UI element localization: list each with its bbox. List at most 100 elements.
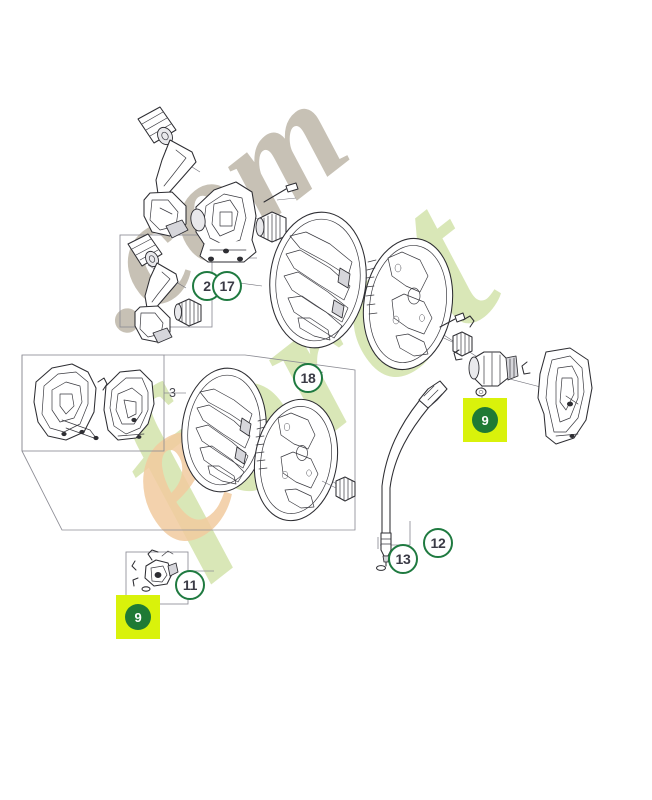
caliper-right-foot — [555, 433, 579, 437]
hub-lower-rib-1 — [199, 388, 253, 427]
spacer-nut-detail-face — [174, 303, 182, 321]
part-knurled-nut-lower — [321, 476, 356, 502]
part-brake-plate-upper — [362, 237, 454, 371]
part-valve-detail-11 — [131, 549, 179, 592]
hub-lower-inner-rim — [187, 374, 261, 486]
adjuster-body-left-face — [468, 356, 480, 380]
caliper-cover-foot-hole — [136, 435, 142, 439]
part-bracket-upper — [190, 181, 257, 263]
bracket-inner-3 — [219, 211, 233, 227]
callout-9-lower[interactable]: 9 — [125, 604, 151, 630]
caliper-right-inner-2 — [555, 365, 579, 423]
plate-lower-shoe-1 — [277, 412, 316, 450]
screw-shank-plate — [439, 318, 456, 328]
cable-outer-right — [389, 406, 430, 546]
hub-upper-rib-3 — [283, 271, 349, 323]
bolt-socket-upper — [161, 131, 169, 141]
callout-11[interactable]: 11 — [175, 570, 205, 600]
knurled-nut-lower-knurl — [339, 477, 353, 501]
hub-upper-rib-1 — [289, 231, 353, 277]
part-clamp-lever-detail — [127, 233, 202, 344]
adjuster-body-collar — [505, 355, 519, 381]
hub-lower-rib-5 — [207, 465, 237, 485]
part-adjuster-body — [468, 351, 519, 397]
hub-lower-rib-2 — [196, 404, 251, 449]
part-retaining-clips — [453, 315, 531, 375]
callout-9-upper[interactable]: 9 — [472, 407, 498, 433]
part-caliper-housing-left — [33, 363, 99, 441]
valve-hook-11 — [161, 550, 174, 557]
cable-end-washer — [375, 565, 387, 571]
valve-washer-11 — [141, 586, 151, 592]
caliper-cover-hole — [131, 417, 137, 423]
bolt-thread-1 — [141, 111, 164, 125]
callout-17[interactable]: 17 — [212, 271, 242, 301]
cable-ferrule-upper-knurl — [423, 385, 443, 405]
highlight-box-9-upper[interactable]: 9 — [463, 398, 507, 442]
caliper-left-inner-2 — [51, 381, 83, 423]
cable-ferrule-upper — [418, 380, 448, 409]
screw-shank-upper — [263, 188, 287, 203]
washer-small — [475, 387, 487, 397]
spacer-nut-detail-knurl — [181, 299, 199, 326]
part-wheel-hub-upper — [269, 211, 367, 349]
group-outline-lower — [21, 354, 356, 531]
caliper-left-outer — [33, 363, 97, 441]
part-clamp-lever-upper — [137, 106, 197, 239]
plate-upper-shoe-1 — [387, 251, 429, 293]
hub-upper-rib-2 — [285, 249, 351, 301]
hub-upper-boss-2 — [331, 299, 345, 319]
caliper-cover-inner-2 — [115, 387, 143, 425]
callout-12[interactable]: 12 — [423, 528, 453, 558]
callout-18[interactable]: 18 — [293, 363, 323, 393]
adjuster-body-ribs — [483, 352, 501, 387]
part-knurled-nut-mid — [452, 331, 473, 357]
callout-13[interactable]: 13 — [388, 544, 418, 574]
lever-collar-upper — [165, 219, 189, 239]
plate-upper-outer — [362, 237, 454, 371]
plate-upper-shoe-2 — [391, 293, 433, 335]
bracket-bolt-hole-mid — [223, 248, 229, 254]
plate-lower-inner — [260, 406, 332, 514]
label-3: 3 — [169, 386, 176, 400]
bracket-hub-boss — [190, 208, 206, 232]
hub-lower-boss-1 — [239, 417, 252, 437]
caliper-left-hole-2 — [79, 429, 85, 435]
highlight-box-9-lower[interactable]: 9 — [116, 595, 160, 639]
plate-lower-shoe-2 — [280, 451, 319, 489]
knurled-nut-lower-body — [335, 476, 356, 502]
valve-clip3-11 — [132, 577, 139, 587]
hub-lower-rib-3 — [195, 424, 249, 469]
lever-collar-detail — [152, 327, 173, 344]
plate-upper-hole-3 — [419, 314, 425, 322]
bracket-bolt-hole-left — [208, 256, 214, 262]
part-brake-plate-lower — [253, 398, 339, 522]
part-wheel-hub-lower — [181, 367, 267, 493]
valve-collar-11 — [167, 562, 179, 577]
plate-lower-hole-1 — [283, 422, 291, 432]
clip-lower-left — [453, 349, 463, 361]
adjuster-collar-ribs — [509, 357, 515, 379]
valve-inner-11 — [150, 565, 168, 583]
hub-upper-rib-4 — [287, 295, 343, 339]
knurled-nut-mid-knurl — [456, 332, 470, 356]
valve-clip2-11 — [131, 560, 137, 571]
bolt-socket-detail — [148, 255, 156, 263]
lever-arm-crease — [163, 149, 187, 187]
caliper-cover-inner-1 — [109, 377, 149, 435]
axis-screw-upper — [276, 197, 297, 201]
caliper-left-hole-1 — [61, 431, 67, 437]
knurled-nut-mid-body — [452, 331, 473, 357]
bracket-inner-2 — [211, 199, 239, 237]
caliper-left-inner-1 — [41, 371, 89, 433]
plate-upper-shoe-3 — [395, 333, 429, 357]
hub-upper-boss-1 — [337, 267, 351, 289]
lever-knuckle-rib — [159, 207, 173, 215]
caliper-cover-pocket — [123, 399, 137, 419]
screw-head-upper — [285, 182, 299, 193]
plate-lower-teeth — [255, 418, 268, 470]
hub-lower-boss-2 — [234, 446, 247, 465]
cable-end-fitting-grooves — [380, 538, 392, 545]
plate-lower-shoe-3 — [284, 488, 315, 509]
caliper-cover-outer — [103, 369, 155, 441]
